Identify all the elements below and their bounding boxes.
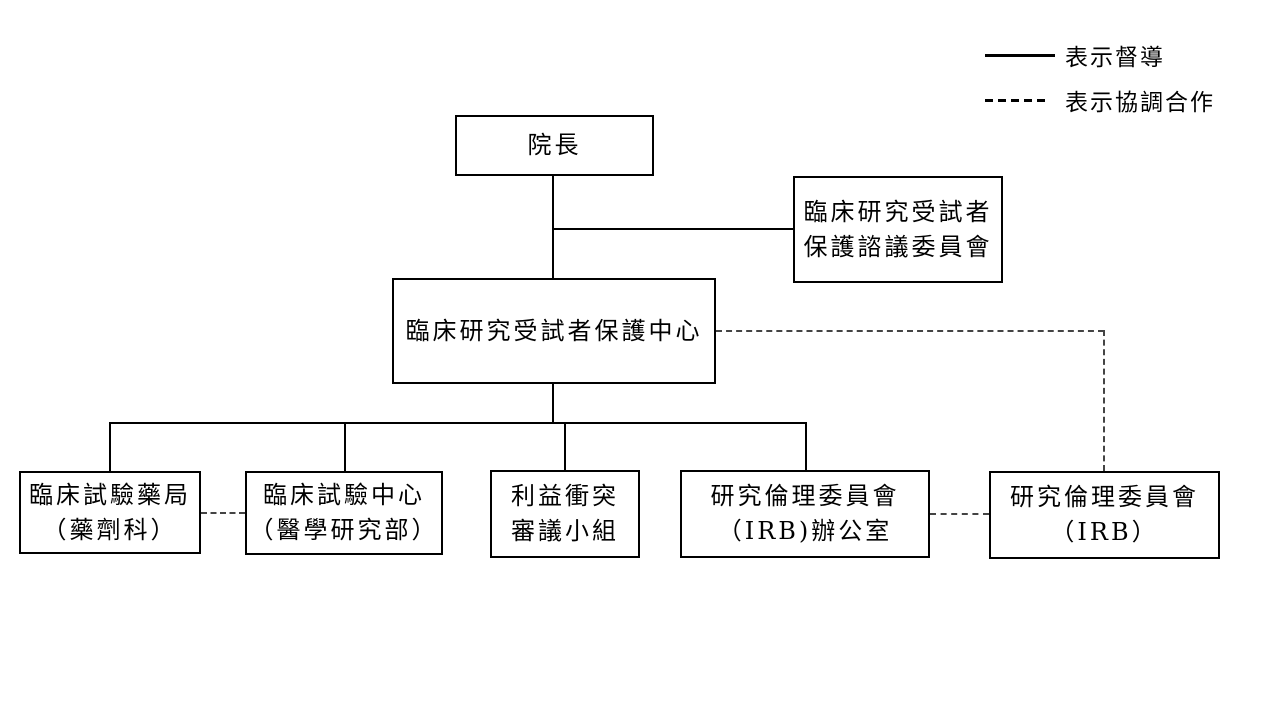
legend-solid-line-swatch bbox=[985, 53, 1055, 57]
connector-director-to-center bbox=[552, 176, 554, 278]
connector-drop-trial-pharmacy bbox=[109, 422, 111, 471]
connector-drop-irb-office bbox=[805, 422, 807, 470]
dashed-connector-center-to-irb-vertical bbox=[1103, 330, 1105, 471]
node-irb-office-line2: （IRB)辦公室 bbox=[717, 517, 893, 545]
node-irb-office: 研究倫理委員會 （IRB)辦公室 bbox=[680, 470, 930, 558]
legend-item-supervision: 表示督導 bbox=[985, 41, 1165, 71]
connector-drop-trial-center bbox=[344, 422, 346, 471]
node-advisory-committee-line2: 保護諮議委員會 bbox=[803, 232, 993, 261]
node-advisory-committee: 臨床研究受試者 保護諮議委員會 bbox=[793, 176, 1003, 283]
node-protection-center-label: 臨床研究受試者保護中心 bbox=[405, 316, 703, 345]
connector-branch-to-advisory-committee bbox=[552, 228, 793, 230]
node-irb-line1: 研究倫理委員會 bbox=[1010, 483, 1199, 511]
node-conflict-review: 利益衝突 審議小組 bbox=[490, 470, 640, 558]
node-irb: 研究倫理委員會 （IRB） bbox=[989, 471, 1220, 559]
node-director-label: 院長 bbox=[527, 131, 582, 159]
dashed-connector-irboffice-irb bbox=[930, 513, 989, 515]
legend-label-supervision: 表示督導 bbox=[1065, 45, 1165, 71]
legend-dashed-line-swatch bbox=[985, 98, 1049, 102]
legend-label-coordination: 表示協調合作 bbox=[1065, 90, 1215, 116]
connector-drop-conflict-review bbox=[564, 422, 566, 470]
node-irb-office-line1: 研究倫理委員會 bbox=[710, 482, 900, 510]
node-protection-center: 臨床研究受試者保護中心 bbox=[392, 278, 716, 384]
node-irb-line2: （IRB） bbox=[1050, 518, 1159, 546]
connector-center-to-distribution bbox=[552, 384, 554, 423]
node-conflict-review-line1: 利益衝突 bbox=[511, 482, 619, 510]
node-conflict-review-line2: 審議小組 bbox=[511, 517, 619, 545]
node-trial-center-line2: （醫學研究部） bbox=[249, 516, 439, 544]
node-trial-pharmacy-line2: （藥劑科） bbox=[42, 515, 178, 544]
node-trial-pharmacy: 臨床試驗藥局 （藥劑科） bbox=[19, 471, 201, 554]
legend-item-coordination: 表示協調合作 bbox=[985, 86, 1215, 116]
node-director: 院長 bbox=[455, 115, 654, 176]
node-advisory-committee-line1: 臨床研究受試者 bbox=[803, 197, 993, 226]
node-trial-center-line1: 臨床試驗中心 bbox=[263, 481, 425, 509]
node-trial-center: 臨床試驗中心 （醫學研究部） bbox=[245, 471, 443, 555]
connector-distribution-line bbox=[109, 422, 807, 424]
dashed-connector-pharmacy-trialcenter bbox=[201, 512, 245, 514]
node-trial-pharmacy-line1: 臨床試驗藥局 bbox=[29, 480, 191, 509]
dashed-connector-center-to-irb-horizontal bbox=[716, 330, 1104, 332]
